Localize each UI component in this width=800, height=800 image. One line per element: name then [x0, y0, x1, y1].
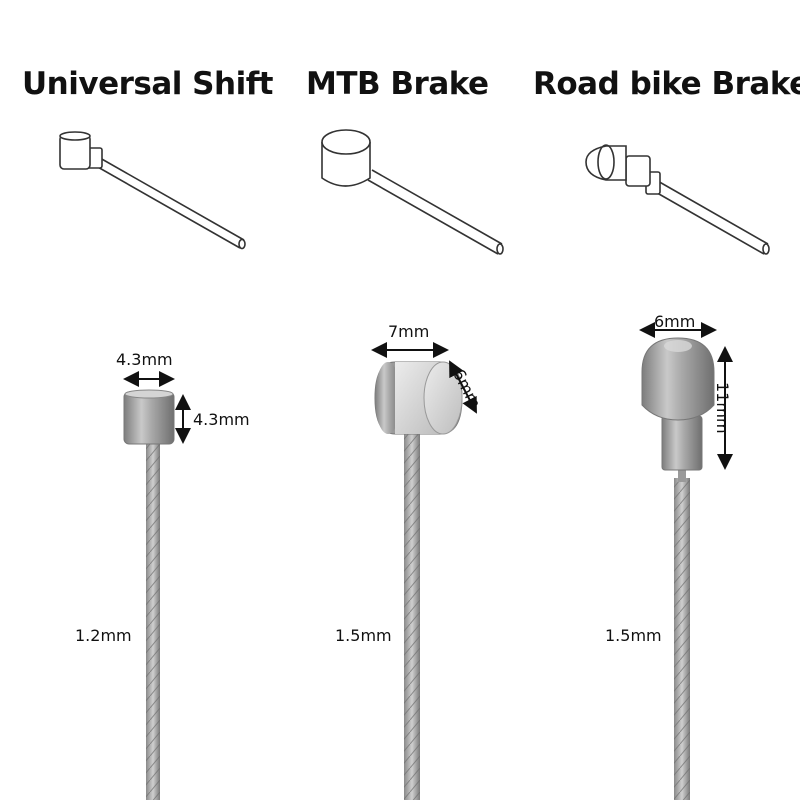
road-height-label: 11mm	[713, 382, 732, 434]
mtb-cable-photo	[374, 361, 463, 800]
mtb-width-label: 7mm	[388, 322, 430, 341]
mtb-cable-label: 1.5mm	[335, 626, 392, 645]
title-mtb-brake: MTB Brake	[306, 66, 489, 102]
shift-line-drawing	[59, 131, 246, 250]
title-universal-shift: Universal Shift	[22, 66, 274, 102]
road-width-label: 6mm	[654, 312, 696, 331]
road-line-drawing	[585, 144, 770, 255]
road-cable-label: 1.5mm	[605, 626, 662, 645]
shift-cable-photo	[123, 389, 175, 800]
road-cable-photo	[641, 337, 715, 800]
dimension-arrows	[123, 322, 733, 470]
shift-height-label: 4.3mm	[193, 410, 250, 429]
title-road-bike-brake: Road bike Brake	[533, 66, 800, 102]
shift-cable-label: 1.2mm	[75, 626, 132, 645]
shift-width-label: 4.3mm	[116, 350, 173, 369]
mtb-line-drawing	[321, 129, 504, 255]
